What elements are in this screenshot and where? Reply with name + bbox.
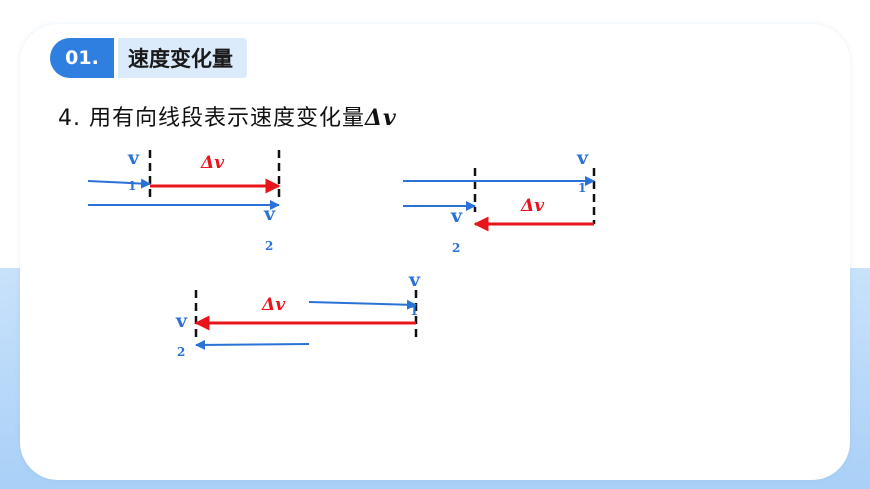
diagram-decreasing: v 1 v 2 Δv — [403, 147, 596, 255]
section-badge: 01. 速度变化量 — [50, 38, 247, 78]
heading-symbol: Δv — [364, 105, 397, 131]
delta-v-label: Δv — [520, 196, 545, 216]
v1-label: v — [127, 147, 140, 169]
diagram-same-direction: v 1 v 2 Δv — [87, 147, 281, 253]
v2-label: v — [175, 310, 188, 332]
v2-arrow — [195, 339, 310, 350]
v1-label: v — [576, 147, 589, 169]
slide-heading: 4. 用有向线段表示速度变化量Δv — [58, 100, 397, 132]
v1-label: v — [408, 269, 421, 291]
v1-arrow — [87, 178, 151, 189]
v2-label: v — [263, 203, 276, 225]
delta-v-label: Δv — [200, 153, 225, 173]
v1-subscript: 1 — [410, 304, 418, 318]
v2-subscript: 2 — [452, 241, 460, 255]
v1-subscript: 1 — [578, 181, 586, 195]
content-card — [20, 24, 850, 480]
delta-v-label: Δv — [261, 295, 286, 315]
v2-subscript: 2 — [177, 345, 185, 359]
v2-subscript: 2 — [265, 239, 273, 253]
v2-label: v — [450, 205, 463, 227]
heading-text: 4. 用有向线段表示速度变化量 — [58, 106, 365, 131]
v1-subscript: 1 — [128, 179, 136, 193]
diagram-opposite-direction: v 1 v 2 Δv — [175, 269, 421, 359]
v1-arrow — [308, 299, 417, 310]
section-title: 速度变化量 — [118, 38, 247, 78]
section-number: 01. — [50, 38, 114, 78]
